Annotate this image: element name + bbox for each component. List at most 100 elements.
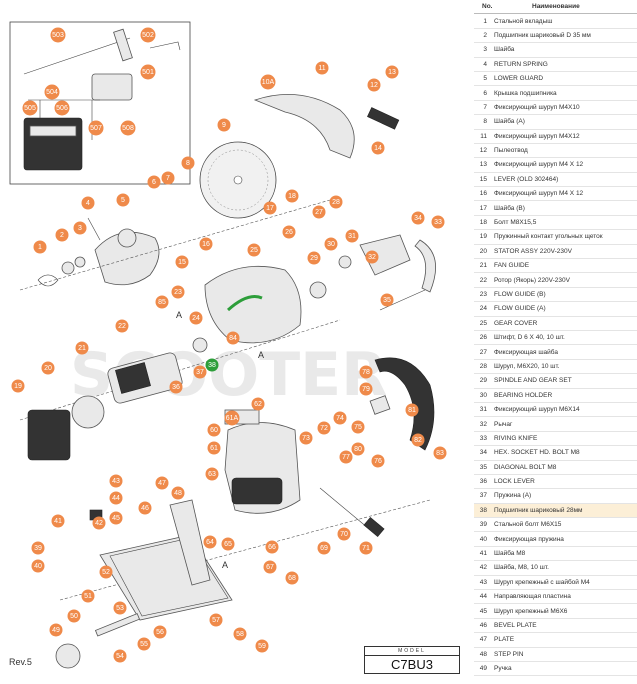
part-callout-16[interactable]: 16 [199,237,213,251]
part-callout-61[interactable]: 61 [207,441,221,455]
part-callout-504[interactable]: 504 [44,84,60,100]
part-callout-17[interactable]: 17 [263,201,277,215]
part-callout-506[interactable]: 506 [54,100,70,116]
part-callout-42[interactable]: 42 [92,516,106,530]
part-callout-78[interactable]: 78 [359,365,373,379]
part-callout-53[interactable]: 53 [113,601,127,615]
part-callout-502[interactable]: 502 [140,27,156,43]
part-callout-76[interactable]: 76 [371,454,385,468]
part-callout-57[interactable]: 57 [209,613,223,627]
part-callout-73[interactable]: 73 [299,431,313,445]
part-callout-66[interactable]: 66 [265,540,279,554]
part-callout-45[interactable]: 45 [109,511,123,525]
part-callout-75[interactable]: 75 [351,420,365,434]
part-callout-56[interactable]: 56 [153,625,167,639]
part-callout-12[interactable]: 12 [367,78,381,92]
part-callout-2[interactable]: 2 [55,228,69,242]
part-callout-19[interactable]: 19 [11,379,25,393]
part-callout-48[interactable]: 48 [171,486,185,500]
part-callout-58[interactable]: 58 [233,627,247,641]
part-callout-43[interactable]: 43 [109,474,123,488]
part-callout-49[interactable]: 49 [49,623,63,637]
part-callout-70[interactable]: 70 [337,527,351,541]
part-callout-32[interactable]: 32 [365,250,379,264]
part-callout-83[interactable]: 83 [433,446,447,460]
part-callout-10A[interactable]: 10A [260,74,276,90]
part-callout-5[interactable]: 5 [116,193,130,207]
part-callout-61A[interactable]: 61A [224,410,240,426]
part-callout-41[interactable]: 41 [51,514,65,528]
part-callout-503[interactable]: 503 [50,27,66,43]
part-callout-35[interactable]: 35 [380,293,394,307]
part-callout-9[interactable]: 9 [217,118,231,132]
part-callout-36[interactable]: 36 [169,380,183,394]
part-callout-26[interactable]: 26 [282,225,296,239]
part-callout-8[interactable]: 8 [181,156,195,170]
part-callout-31[interactable]: 31 [345,229,359,243]
part-callout-69[interactable]: 69 [317,541,331,555]
part-callout-67[interactable]: 67 [263,560,277,574]
part-callout-38[interactable]: 38 [205,358,219,372]
part-callout-508[interactable]: 508 [120,120,136,136]
part-callout-72[interactable]: 72 [317,421,331,435]
part-callout-22[interactable]: 22 [115,319,129,333]
part-callout-60[interactable]: 60 [207,423,221,437]
part-callout-64[interactable]: 64 [203,535,217,549]
part-callout-11[interactable]: 11 [315,61,329,75]
part-callout-34[interactable]: 34 [411,211,425,225]
part-callout-20[interactable]: 20 [41,361,55,375]
part-callout-18[interactable]: 18 [285,189,299,203]
part-callout-30[interactable]: 30 [324,237,338,251]
part-callout-55[interactable]: 55 [137,637,151,651]
part-callout-82[interactable]: 82 [411,433,425,447]
part-callout-37[interactable]: 37 [193,365,207,379]
part-callout-44[interactable]: 44 [109,491,123,505]
part-callout-54[interactable]: 54 [113,649,127,663]
part-callout-59[interactable]: 59 [255,639,269,653]
part-callout-23[interactable]: 23 [171,285,185,299]
part-callout-28[interactable]: 28 [329,195,343,209]
part-callout-77[interactable]: 77 [339,450,353,464]
part-callout-52[interactable]: 52 [99,565,113,579]
part-callout-27[interactable]: 27 [312,205,326,219]
part-callout-84[interactable]: 84 [226,331,240,345]
part-callout-501[interactable]: 501 [140,64,156,80]
part-callout-7[interactable]: 7 [161,171,175,185]
part-callout-85[interactable]: 85 [155,295,169,309]
part-callout-50[interactable]: 50 [67,609,81,623]
